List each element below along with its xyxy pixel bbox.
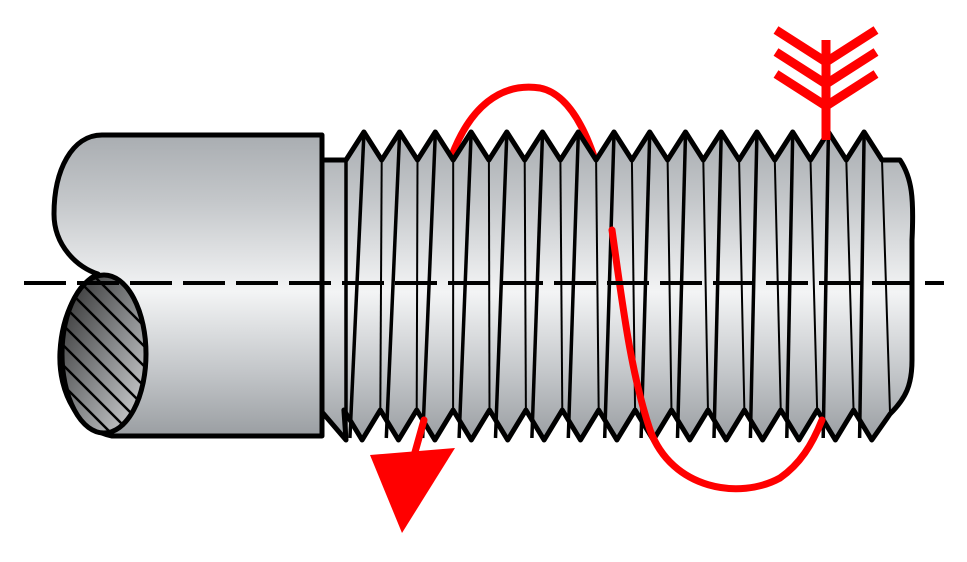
helix-front	[608, 226, 826, 493]
thread-root-line	[666, 159, 673, 413]
thread-crest-line	[493, 133, 509, 439]
thread-root-line	[845, 159, 855, 413]
thread-crest-line	[530, 133, 545, 439]
thread-root-line	[415, 159, 419, 413]
thread-root-line	[881, 159, 891, 413]
thread-root-line	[702, 159, 709, 413]
thread-root-line	[523, 159, 527, 413]
thread-crest-lines	[344, 133, 891, 440]
feather-arrow-marker	[773, 26, 879, 140]
thread-crest-line	[639, 133, 652, 439]
thread-root-line	[379, 159, 383, 413]
thread-crest-line	[384, 133, 402, 439]
thread-crest-line	[821, 133, 831, 439]
thread-root-line	[809, 159, 819, 413]
thread-crest-line	[348, 133, 366, 439]
thread-root-line	[595, 159, 600, 413]
thread-root-line	[738, 159, 746, 413]
thread-crest-line	[675, 133, 688, 439]
thread-root-line	[773, 159, 782, 413]
thread-root-line	[487, 159, 491, 413]
thread-crest-line	[785, 133, 795, 439]
thread-crest-line	[857, 133, 866, 439]
thread-crest-line	[712, 133, 723, 439]
thread-crest-line	[420, 133, 438, 439]
thread-crest-line	[602, 133, 616, 439]
thread-crest-line	[457, 133, 473, 439]
thread-crest-line	[566, 133, 581, 439]
thread-crest-line	[748, 133, 759, 439]
helix-arrow	[370, 416, 455, 533]
thread-root-line	[559, 159, 564, 413]
